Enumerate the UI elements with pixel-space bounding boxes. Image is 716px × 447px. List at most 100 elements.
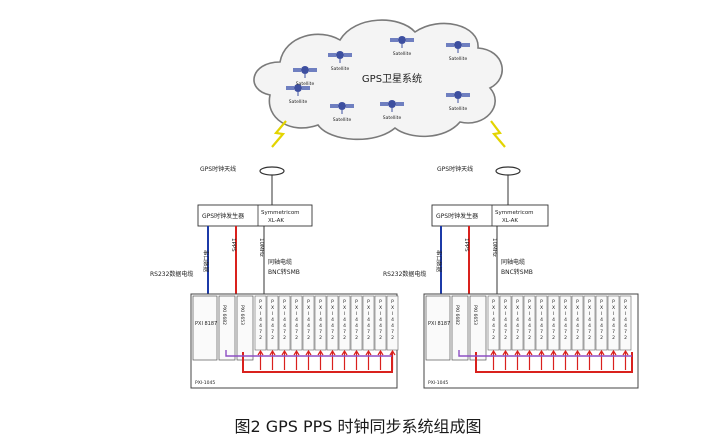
trigger-bus [242,352,393,373]
daq-module-letter: P [295,299,298,305]
left-system: GPS时钟天线 GPS时钟发生器 Symmetricom XL-AK 串口数据 … [150,165,399,389]
daq-module-letter: P [307,299,310,305]
controller-slot [192,295,218,361]
daq-module-letter: I [368,311,369,317]
satellite-label: Satellite [333,117,352,123]
daq-module-letter: 7 [379,329,382,335]
satellite-label: Satellite [289,99,308,105]
daq-module-letter: P [355,299,358,305]
daq-module-letter: P [588,299,591,305]
daq-module-letter: X [307,305,310,311]
right-system: GPS时钟天线 GPS时钟发生器 Symmetricom XL-AK 串口数据 … [383,165,639,389]
daq-module-letter: 7 [391,329,394,335]
daq-module-letter: 7 [307,329,310,335]
daq-module-letter: 4 [367,317,370,323]
daq-module-letter: X [552,305,555,311]
daq-module-letter: 4 [283,317,286,323]
daq-module-letter: 7 [624,329,627,335]
daq-module-letter: 2 [624,335,627,341]
daq-module-letter: 2 [564,335,567,341]
daq-module-letter: I [493,311,494,317]
daq-module-letter: 4 [516,323,519,329]
daq-module-letter: 2 [391,335,394,341]
daq-module-letter: 2 [271,335,274,341]
daq-module-letter: I [517,311,518,317]
daq-module-letter: 2 [319,335,322,341]
daq-module-letter: 7 [343,329,346,335]
daq-module-letter: 4 [295,323,298,329]
daq-module-letter: 4 [624,317,627,323]
pps-trigger-arrow [526,349,533,370]
daq-module-letter: 4 [355,317,358,323]
daq-module-letter: 2 [307,335,310,341]
pps-trigger-arrow [574,349,581,370]
pps-trigger-arrow [257,349,264,370]
timing-card-slot [469,295,487,361]
daq-module-letter: I [577,311,578,317]
satellite-label: Satellite [296,81,315,87]
daq-module-letter: 2 [492,335,495,341]
daq-module-letter: I [284,311,285,317]
vert-label-pps: 1PPS [463,238,469,252]
figure-caption: 图2 GPS PPS 时钟同步系统组成图 [234,417,482,436]
daq-module-letter: 4 [343,317,346,323]
satellite-icon: Satellite [286,84,310,105]
controller-label: PXI 8187 [195,321,217,327]
sync-card-slot [218,295,236,361]
daq-module-letter: P [379,299,382,305]
satellite-label: Satellite [449,106,468,112]
daq-module-letter: P [367,299,370,305]
pps-trigger-arrow [502,349,509,370]
daq-module-letter: 7 [528,329,531,335]
pps-trigger-arrow [550,349,557,370]
daq-module-letter: I [272,311,273,317]
daq-module-letter: I [613,311,614,317]
timing-card-slot [236,295,254,361]
vert-label-serial: 串口数据 [202,250,210,273]
antenna-label: GPS时钟天线 [200,165,236,173]
daq-module-letter: 2 [259,335,262,341]
bnc-label: BNC转SMB [268,268,300,276]
daq-module-letter: P [552,299,555,305]
daq-module-letter: P [516,299,519,305]
daq-module-letter: X [540,305,543,311]
pps-trigger-arrow [598,349,605,370]
daq-module-letter: I [505,311,506,317]
daq-module-letter: X [367,305,370,311]
daq-module-letter: 4 [391,323,394,329]
satellite-icon: Satellite [328,51,352,72]
daq-module-letter: 7 [540,329,543,335]
daq-module-letter: I [296,311,297,317]
clock-generator-box [431,204,549,227]
daq-module-letter: 4 [612,323,615,329]
daq-module-letter: 7 [271,329,274,335]
daq-module-letter: 4 [576,317,579,323]
pps-trigger-arrow [317,349,324,370]
controller-label: PXI 8187 [428,321,450,327]
daq-module-letter: 7 [331,329,334,335]
daq-module-letter: 2 [504,335,507,341]
daq-module-letter: 4 [588,317,591,323]
vert-label-serial: 串口数据 [435,250,443,273]
daq-module-letter: P [283,299,286,305]
daq-module-letter: I [260,311,261,317]
daq-modules: PXI4472PXI4472PXI4472PXI4472PXI4472PXI44… [487,295,632,370]
daq-module-letter: X [295,305,298,311]
pps-trigger-arrow [281,349,288,370]
pps-trigger-arrow [377,349,384,370]
daq-module-letter: 2 [576,335,579,341]
daq-module-letter: P [319,299,322,305]
daq-module-letter: P [564,299,567,305]
daq-module-letter: 4 [295,317,298,323]
daq-module-letter: 4 [259,323,262,329]
daq-module-letter: 2 [295,335,298,341]
daq-module-letter: 7 [259,329,262,335]
pps-trigger-arrow [353,349,360,370]
daq-module-letter: 4 [600,317,603,323]
daq-module-letter: 7 [516,329,519,335]
daq-module-letter: I [356,311,357,317]
daq-module-letter: 2 [331,335,334,341]
trigger-bus [475,352,633,373]
daq-module-letter: 2 [612,335,615,341]
gps-cloud: GPS卫星系统 [253,19,503,141]
